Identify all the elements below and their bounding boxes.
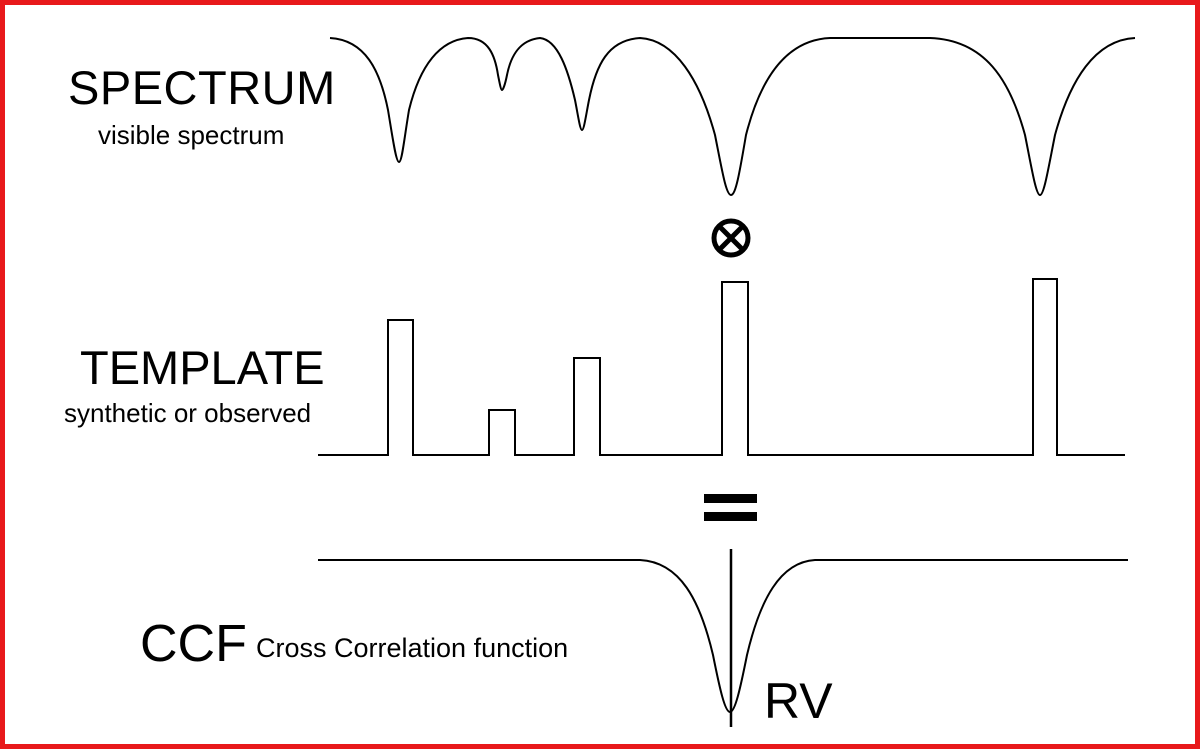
equals-icon xyxy=(704,494,757,521)
template-subtitle: synthetic or observed xyxy=(64,398,312,428)
ccf-subtitle: Cross Correlation function xyxy=(256,633,569,663)
otimes-icon xyxy=(711,218,751,258)
template-mask xyxy=(318,278,1125,456)
spectrum-title: SPECTRUM xyxy=(68,61,336,114)
spectrum-curve xyxy=(329,36,1136,197)
rv-label: RV xyxy=(764,673,833,729)
ccf-title: CCF xyxy=(140,615,247,673)
spectrum-subtitle: visible spectrum xyxy=(98,120,285,150)
template-title: TEMPLATE xyxy=(80,341,325,394)
